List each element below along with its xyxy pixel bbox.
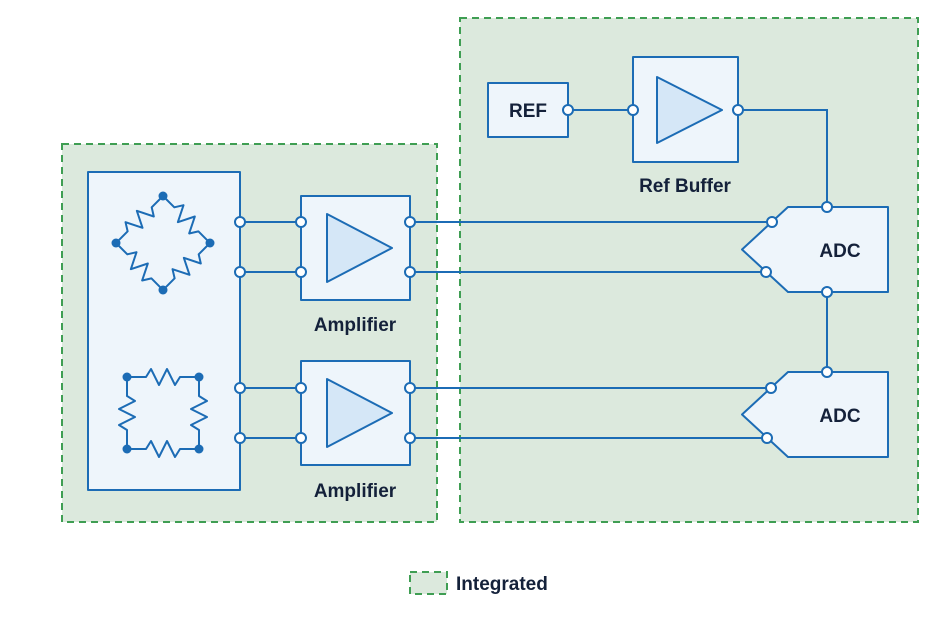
wire-buffer-to-adc-top xyxy=(738,109,828,207)
terminal xyxy=(404,216,416,228)
op-amp-triangle-icon xyxy=(326,378,393,448)
legend: Integrated xyxy=(409,571,548,595)
terminal xyxy=(234,266,246,278)
node-dot xyxy=(122,372,132,382)
amplifier-top-label: Amplifier xyxy=(314,315,397,336)
terminal xyxy=(821,366,833,378)
ref-buffer-block xyxy=(632,56,739,163)
ref-block xyxy=(487,82,569,138)
node-dot xyxy=(158,285,168,295)
ref-buffer-label: Ref Buffer xyxy=(639,176,731,197)
terminal xyxy=(234,382,246,394)
legend-swatch xyxy=(409,571,448,595)
op-amp-triangle-icon xyxy=(326,213,393,283)
amplifier-bottom-block xyxy=(300,360,411,466)
resistor-icon xyxy=(118,377,136,449)
terminal xyxy=(404,432,416,444)
node-dot xyxy=(122,444,132,454)
terminal xyxy=(295,432,307,444)
resistor-icon xyxy=(162,242,211,291)
terminal xyxy=(234,432,246,444)
terminal xyxy=(627,104,639,116)
resistor-icon xyxy=(115,195,164,244)
op-amp-triangle-icon xyxy=(656,76,723,144)
node-dot xyxy=(194,444,204,454)
terminal xyxy=(404,266,416,278)
terminal xyxy=(732,104,744,116)
terminal xyxy=(562,104,574,116)
terminal xyxy=(295,216,307,228)
adc-bottom-block xyxy=(741,371,889,458)
adc-top-block xyxy=(741,206,889,293)
resistor-icon xyxy=(127,440,199,458)
ref-label: REF xyxy=(509,101,547,122)
node-dot xyxy=(111,238,121,248)
wheatstone-bridge-diamond-icon xyxy=(111,191,215,295)
resistor-icon xyxy=(190,377,208,449)
wheatstone-bridge-square-icon xyxy=(118,368,208,458)
terminal xyxy=(234,216,246,228)
terminal xyxy=(821,286,833,298)
sensor-box xyxy=(87,171,241,491)
resistor-icon xyxy=(162,195,211,244)
node-dot xyxy=(205,238,215,248)
adc-bottom-label: ADC xyxy=(819,406,860,427)
terminal xyxy=(821,201,833,213)
legend-label: Integrated xyxy=(456,574,548,595)
amplifier-bottom-label: Amplifier xyxy=(314,481,397,502)
resistor-icon xyxy=(115,242,164,291)
amplifier-top-block xyxy=(300,195,411,301)
adc-top-label: ADC xyxy=(819,241,860,262)
resistor-icon xyxy=(127,368,199,386)
terminal xyxy=(295,266,307,278)
terminal xyxy=(765,382,777,394)
terminal xyxy=(295,382,307,394)
terminal xyxy=(766,216,778,228)
node-dot xyxy=(158,191,168,201)
terminal xyxy=(761,432,773,444)
terminal xyxy=(404,382,416,394)
wires xyxy=(240,109,828,439)
terminal xyxy=(760,266,772,278)
node-dot xyxy=(194,372,204,382)
terminals xyxy=(234,104,833,444)
